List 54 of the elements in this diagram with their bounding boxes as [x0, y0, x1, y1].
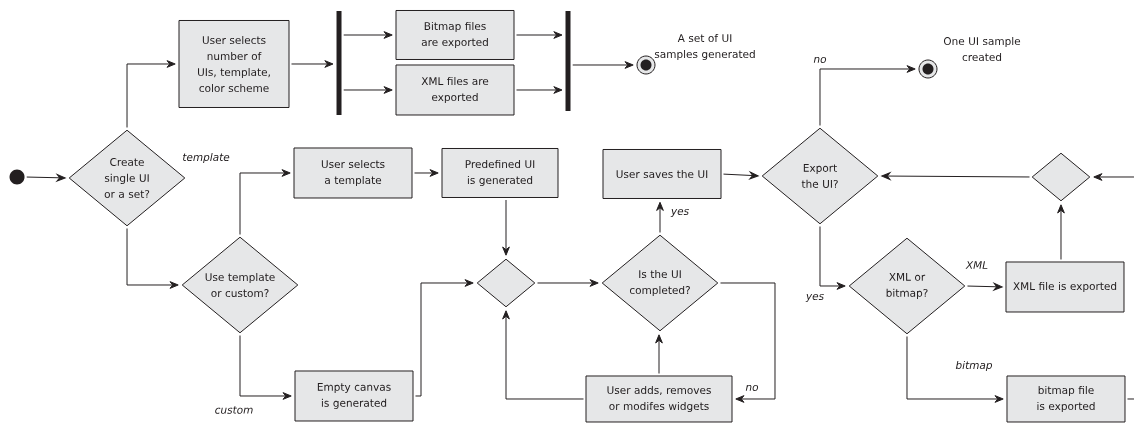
arrow [537, 279, 599, 287]
arrow [655, 334, 663, 374]
process-box: User selects number of UIs, template, color scheme [178, 20, 290, 108]
arrow [906, 336, 1004, 403]
arrow [723, 171, 759, 180]
arrow [343, 31, 393, 39]
merge-diamond [1031, 152, 1091, 202]
arrow [343, 86, 393, 94]
edge-label: yes [804, 292, 826, 303]
end-symbol [918, 59, 938, 79]
arrow [126, 228, 179, 289]
arrow [516, 31, 563, 39]
process-box: Empty canvas is generated [294, 370, 414, 422]
sync-bar [336, 11, 342, 115]
arrow [516, 86, 563, 94]
edge-label: no [812, 56, 828, 64]
arrow [239, 335, 292, 400]
arrow [572, 61, 634, 69]
arrow [414, 169, 439, 177]
arrow [1057, 204, 1065, 260]
arrow [881, 172, 1030, 180]
process-box: XML files are exported [395, 64, 515, 116]
edge-label: bitmap [954, 359, 994, 373]
edge-label: no [744, 383, 760, 392]
edge-label: yes [669, 207, 691, 219]
end-symbol [636, 55, 656, 75]
arrow [126, 60, 176, 128]
arrow [720, 282, 776, 403]
process-box: Bitmap files are exported [395, 10, 515, 60]
process-box: User saves the UI [602, 149, 722, 199]
arrow [291, 60, 334, 68]
merge-diamond [476, 258, 536, 308]
connector-line [1127, 398, 1135, 400]
arrow [26, 173, 66, 182]
process-box: Predefined UI is generated [441, 148, 559, 198]
edge-label: custom [213, 405, 255, 415]
arrow [1093, 173, 1135, 181]
arrow [502, 310, 584, 400]
process-box: bitmap file is exported [1006, 375, 1126, 423]
arrow [239, 169, 291, 235]
edge-label: XML [964, 260, 990, 270]
arrow [502, 199, 510, 256]
arrow [967, 282, 1003, 291]
sync-bar [565, 11, 571, 111]
arrow [656, 201, 664, 233]
end-caption: One UI sample created [943, 36, 1021, 62]
arrow [819, 65, 916, 126]
end-caption: A set of UI samples generated [654, 33, 755, 61]
arrow [415, 279, 474, 397]
process-box: User adds, removes or modifes widgets [585, 375, 733, 423]
process-box: XML file is exported [1005, 261, 1125, 313]
process-box: User selects a template [293, 147, 413, 199]
arrow [819, 226, 846, 290]
start-dot [9, 169, 25, 185]
